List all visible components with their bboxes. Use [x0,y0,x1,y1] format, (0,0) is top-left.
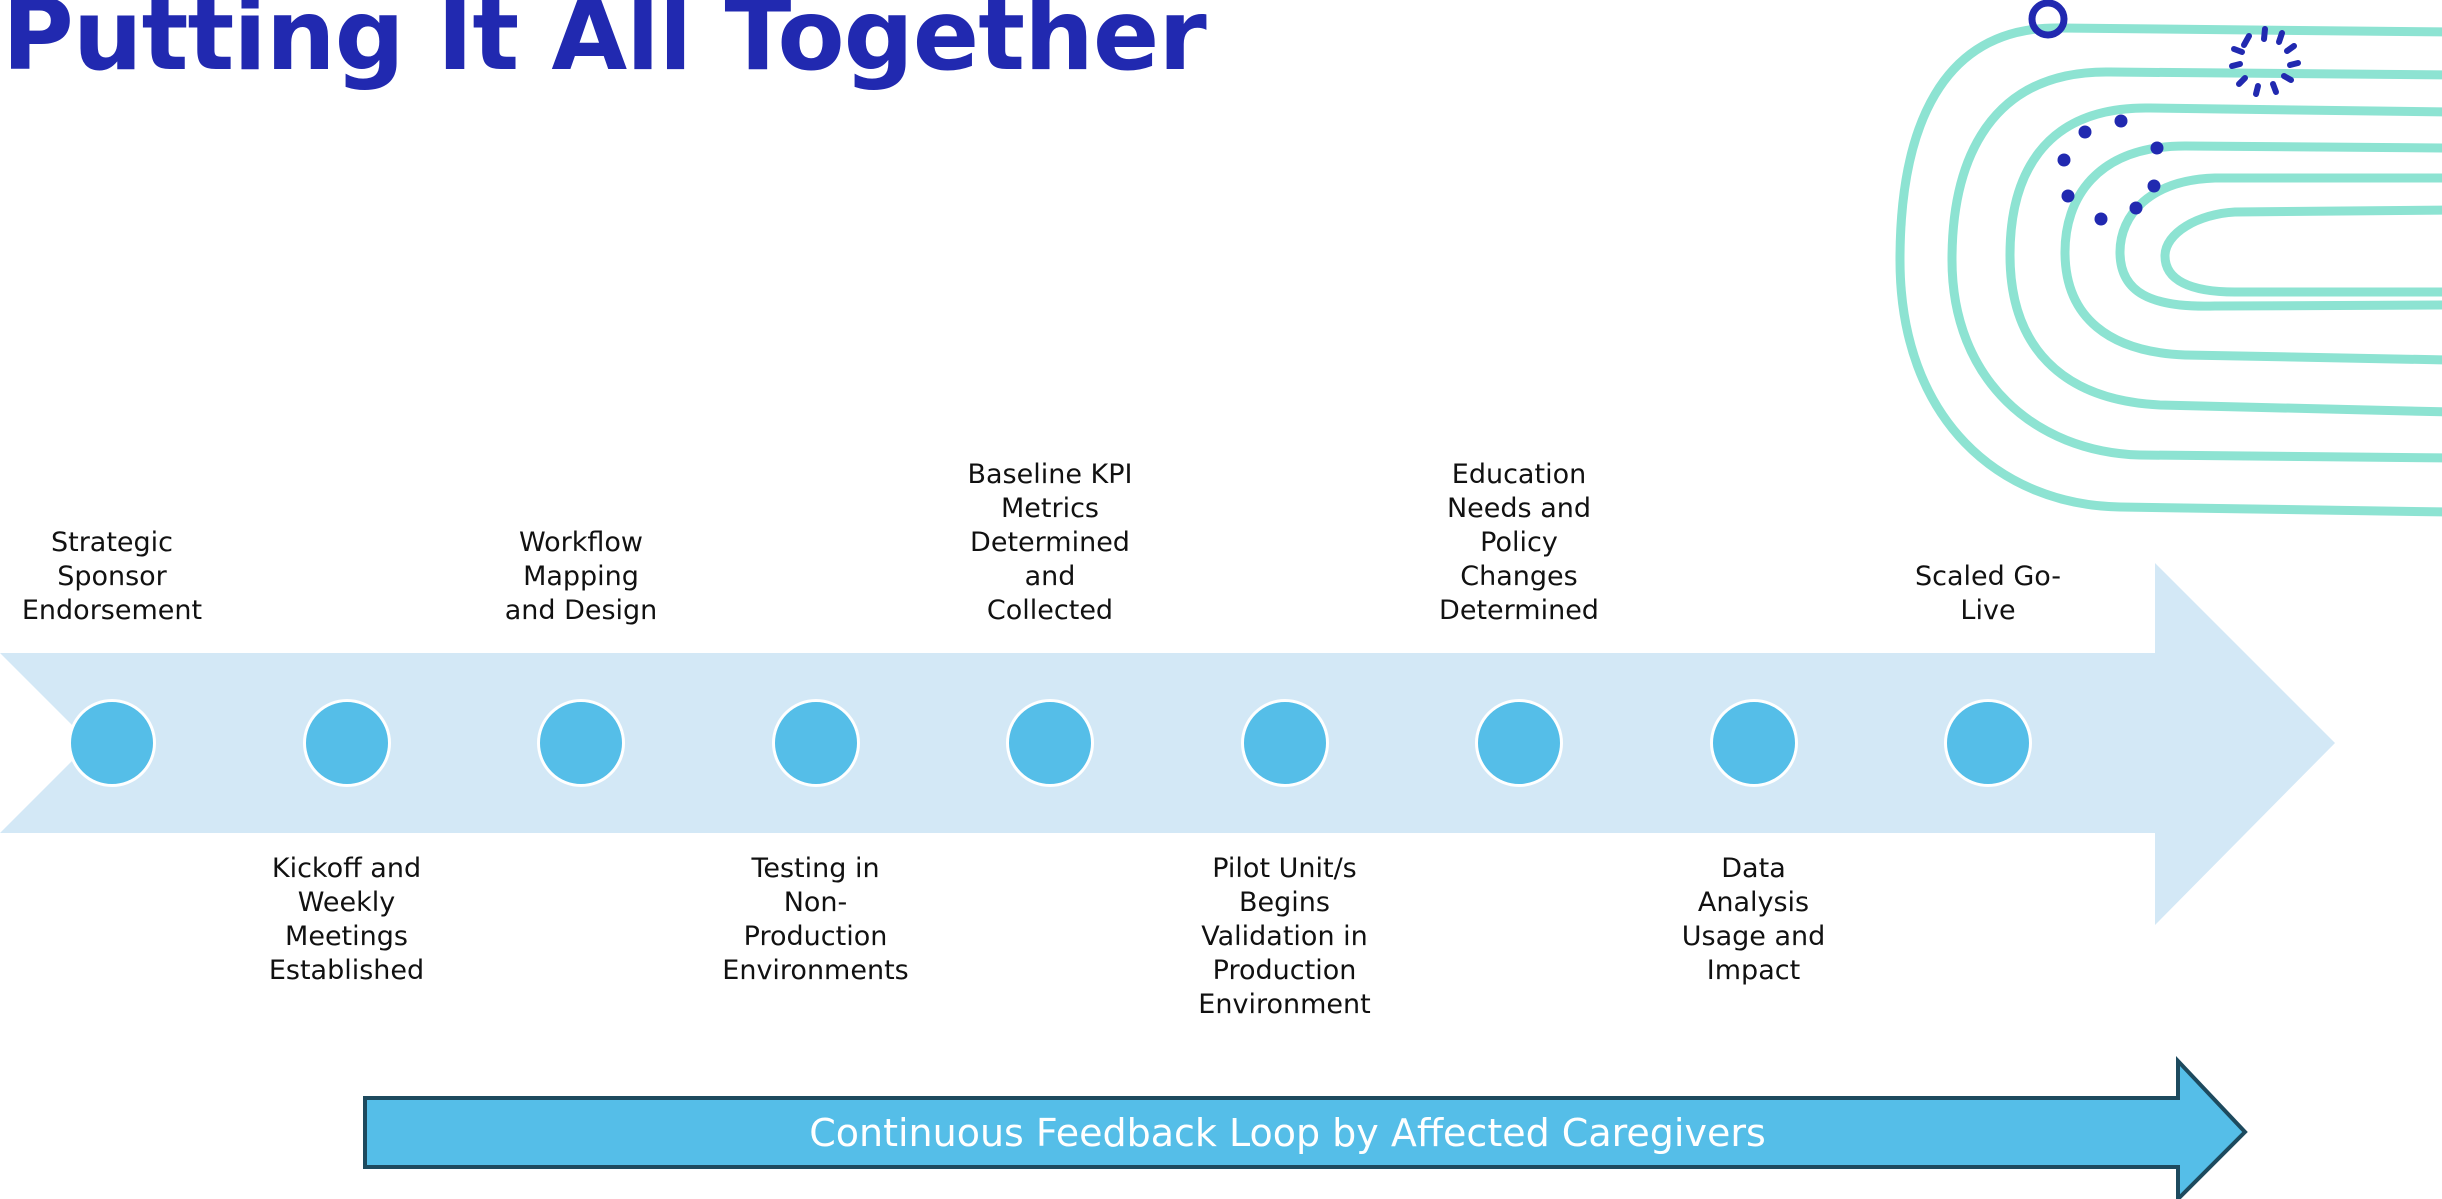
milestone-node [537,699,625,787]
decorative-swirl-graphic [1895,0,2442,517]
feedback-loop-label: Continuous Feedback Loop by Affected Car… [809,1111,1766,1155]
milestone-node [1475,699,1563,787]
milestone-node [1709,699,1798,787]
milestone-node [302,699,391,787]
milestone-node [1240,699,1329,787]
feedback-arrow-shape [363,1055,2248,1199]
milestone-node [1006,699,1094,787]
milestone-label: Scaled Go-Live [1914,561,2062,626]
milestone-node [68,699,156,787]
slide-title: Putting It All Together [2,0,1207,93]
milestone-node [1944,699,2032,787]
timeline-arrow-body [0,563,2335,925]
milestone-node [771,699,860,787]
